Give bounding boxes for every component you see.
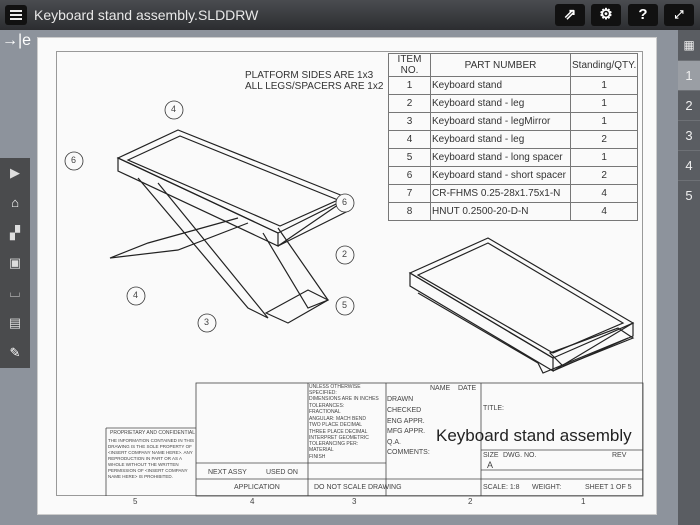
tb-qa: Q.A.: [387, 439, 402, 446]
bom-header: Standing/QTY.: [569, 53, 639, 77]
drawing-title: Keyboard stand assembly: [436, 426, 632, 445]
balloon-2: 2: [342, 249, 348, 259]
tb-checked: CHECKED: [387, 407, 422, 414]
section-icon[interactable]: ▤: [8, 315, 22, 330]
tb-material: MATERIAL: [309, 447, 334, 453]
tb-next: NEXT ASSY: [208, 469, 247, 476]
left-toolbar: ▶ ⌂ ▞ ▣ ⌴ ▤ ✎: [0, 158, 30, 368]
markup-pencil-icon[interactable]: ✎: [9, 345, 21, 360]
fullscreen-button[interactable]: ⤢: [664, 4, 694, 26]
settings-button[interactable]: ⚙: [591, 4, 621, 26]
home-icon[interactable]: ⌂: [11, 195, 19, 210]
document-title: Keyboard stand assembly.SLDDRW: [34, 7, 259, 23]
tb-unless: UNLESS OTHERWISE SPECIFIED:: [309, 384, 361, 396]
zone-2: 2: [468, 497, 473, 506]
tb-three: THREE PLACE DECIMAL: [309, 428, 368, 435]
balloon-4a: 4: [171, 104, 177, 114]
tb-rev: REV: [612, 452, 627, 459]
tb-noscale: DO NOT SCALE DRAWING: [314, 484, 402, 491]
note-1: PLATFORM SIDES ARE 1x3: [245, 70, 374, 81]
bom-header: ITEM NO.: [388, 53, 431, 77]
bom-header: PART NUMBER: [430, 53, 571, 77]
sheet-tab-4[interactable]: 4: [678, 150, 700, 180]
share-button[interactable]: ⇗: [555, 4, 585, 26]
zone-5: 5: [133, 497, 138, 506]
share-icon: ⇗: [563, 6, 577, 23]
tb-title-label: TITLE:: [483, 405, 505, 412]
zone-4: 4: [250, 497, 255, 506]
help-button[interactable]: ?: [628, 4, 658, 26]
tb-weight: WEIGHT:: [532, 484, 562, 491]
balloons: [64, 100, 355, 333]
zone-1: 1: [581, 497, 586, 506]
tb-drawn: DRAWN: [387, 396, 414, 403]
balloon-5: 5: [342, 300, 348, 310]
tb-finish: FINISH: [309, 453, 326, 460]
tb-eng: ENG APPR.: [387, 418, 425, 425]
play-icon[interactable]: ▶: [10, 165, 20, 180]
menu-button[interactable]: [5, 5, 27, 25]
tb-scale: SCALE: 1:8: [483, 484, 520, 491]
tb-size: SIZE: [483, 452, 499, 459]
tb-mfg: MFG APPR.: [387, 428, 426, 435]
explode-icon[interactable]: ▞: [10, 225, 20, 240]
drawing-notes: PLATFORM SIDES ARE 1x3 ALL LEGS/SPACERS …: [245, 70, 383, 92]
balloon-3: 3: [204, 317, 210, 327]
drawing-sheet[interactable]: 4 6 6 2 4 5 3 PLATFORM SIDES ARE 1x3 ALL…: [37, 37, 657, 515]
tb-sheet: SHEET 1 OF 5: [585, 484, 632, 491]
tb-tol: TOLERANCES:: [309, 402, 345, 409]
zone-3: 3: [352, 497, 357, 506]
note-2: ALL LEGS/SPACERS ARE 1x2: [245, 81, 384, 92]
tb-prop-text: THE INFORMATION CONTAINED IN THIS DRAWIN…: [108, 438, 195, 479]
tb-name: NAME: [430, 385, 451, 392]
drawing-views: [64, 100, 644, 497]
balloon-6a: 6: [71, 155, 77, 165]
measure-icon[interactable]: ⌴: [9, 285, 21, 300]
tb-prop-head: PROPRIETARY AND CONFIDENTIAL: [110, 430, 196, 436]
tb-two: TWO PLACE DECIMAL: [309, 422, 363, 428]
title-block-lines: [105, 382, 644, 497]
3d-view-icon[interactable]: ▣: [8, 255, 22, 270]
sheet-tab-2[interactable]: 2: [678, 90, 700, 120]
tb-ang: ANGULAR: MACH BEND: [309, 415, 366, 422]
edge-toggle[interactable]: →|e: [2, 32, 32, 49]
balloon-4b: 4: [133, 290, 139, 300]
tb-dwg: DWG. NO.: [503, 452, 537, 459]
tb-interp: INTERPRET GEOMETRIC TOLERANCING PER:: [309, 435, 369, 447]
tb-comments: COMMENTS:: [387, 449, 430, 456]
top-bar: Keyboard stand assembly.SLDDRW ⇗ ⚙ ? ⤢: [0, 0, 700, 30]
sheet-tabs: ▦ 1 2 3 4 5: [678, 30, 700, 525]
sheet-tab-5[interactable]: 5: [678, 180, 700, 210]
gear-icon: ⚙: [599, 6, 613, 23]
qr-code-icon[interactable]: ▦: [683, 38, 695, 52]
sheet-tab-3[interactable]: 3: [678, 120, 700, 150]
tb-date: DATE: [458, 385, 477, 392]
tb-used: USED ON: [266, 469, 298, 476]
tb-size-value: A: [487, 460, 494, 470]
sheet-tab-1[interactable]: 1: [678, 60, 700, 90]
tb-dims: DIMENSIONS ARE IN INCHES: [309, 396, 379, 402]
tolerance-column: UNLESS OTHERWISE SPECIFIED: DIMENSIONS A…: [309, 384, 385, 461]
isometric-view-stand: [109, 129, 350, 324]
balloon-6b: 6: [342, 197, 348, 207]
tb-application: APPLICATION: [234, 484, 280, 491]
tb-frac: FRACTIONAL: [309, 409, 341, 415]
drawing-border: [56, 51, 643, 496]
fullscreen-icon: ⤢: [674, 9, 684, 21]
isometric-view-folded: [408, 237, 635, 374]
